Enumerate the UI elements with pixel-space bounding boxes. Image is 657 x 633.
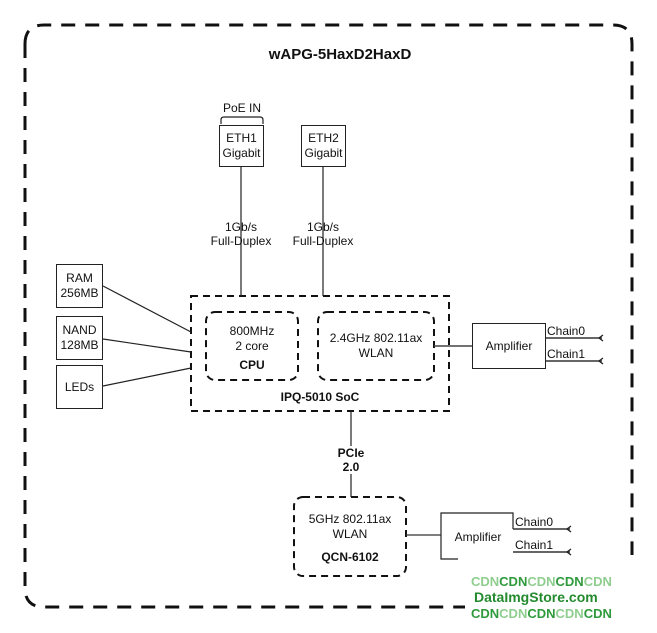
nand-box: NAND 128MB — [56, 316, 103, 360]
amp2-chain0-antenna-icon — [565, 525, 572, 533]
watermark-cdn: CDN — [471, 574, 500, 589]
pcie-label: PCIe 2.0 — [331, 446, 371, 474]
eth2-link-rate: 1Gb/s — [306, 220, 339, 234]
wlan5-standard: 5GHz 802.11ax — [308, 511, 392, 526]
nand-line — [102, 338, 192, 353]
cpu-block: 800MHz 2 core CPU — [208, 318, 296, 378]
watermark-site: DataImgStore.com — [474, 589, 598, 605]
wlan24-standard: 2.4GHz 802.11ax — [329, 331, 423, 345]
eth1-port: ETH1 Gigabit — [219, 125, 264, 167]
device-title: wAPG-5HaxD2HaxD — [268, 46, 412, 63]
watermark-cdn: CDN — [555, 574, 584, 589]
eth1-type: Gigabit — [222, 146, 261, 160]
watermark-cdn: CDN — [499, 574, 528, 589]
cpu-frequency: 800MHz — [229, 323, 275, 338]
wlan5-block: 5GHz 802.11ax WLAN QCN-6102 — [296, 505, 404, 571]
soc-label: IPQ-5010 SoC — [280, 390, 360, 404]
leds-box: LEDs — [56, 365, 103, 409]
pcie-name: PCIe — [337, 446, 365, 460]
watermark-cdn: CDN — [499, 606, 528, 621]
leds-line — [102, 367, 192, 387]
eth2-link-duplex: Full-Duplex — [292, 234, 354, 248]
amp2-chain0-label: Chain0 — [515, 515, 554, 529]
ram-label: RAM — [66, 271, 93, 285]
eth2-port: ETH2 Gigabit — [301, 125, 346, 167]
eth1-link-speed: 1Gb/s Full-Duplex — [201, 220, 281, 248]
poe-in-label: PoE IN — [222, 101, 261, 115]
eth2-name: ETH2 — [308, 131, 339, 145]
soc-border — [190, 295, 450, 412]
wlan24-label: WLAN — [358, 346, 394, 360]
amplifier-1-label: Amplifier — [485, 338, 533, 353]
outer-border — [23, 23, 634, 609]
amp1-chain1-antenna-icon — [597, 357, 604, 365]
eth1-name: ETH1 — [226, 131, 257, 145]
watermark-cdn: CDN — [471, 606, 500, 621]
wlan5-chip-label: QCN-6102 — [321, 549, 379, 564]
eth1-link-rate: 1Gb/s — [224, 220, 257, 234]
poe-bracket — [220, 116, 264, 124]
cpu-border — [205, 311, 299, 381]
nand-size: 128MB — [60, 338, 99, 352]
leds-label: LEDs — [64, 379, 95, 394]
ram-size: 256MB — [60, 286, 99, 300]
amp1-chain1-label: Chain1 — [547, 347, 586, 361]
ram-box: RAM 256MB — [56, 264, 103, 308]
amp1-chain0-antenna-icon — [597, 334, 604, 342]
watermark-row-1: CDNCDNCDNCDNCDN — [471, 574, 612, 589]
nand-label: NAND — [62, 323, 97, 337]
wlan24-block: 2.4GHz 802.11ax WLAN — [320, 314, 432, 378]
watermark-cdn: CDN — [527, 606, 556, 621]
amp2-chain1-antenna-icon — [565, 548, 572, 556]
cpu-label: CPU — [239, 357, 265, 372]
eth1-link-duplex: Full-Duplex — [210, 234, 272, 248]
wlan5-border — [293, 496, 407, 577]
eth2-link-speed: 1Gb/s Full-Duplex — [283, 220, 363, 248]
watermark-cdn: CDN — [583, 574, 612, 589]
amp2-chain1-label: Chain1 — [515, 538, 554, 552]
wlan5-label: WLAN — [332, 526, 368, 541]
watermark-cdn: CDN — [583, 606, 612, 621]
amp1-chain0-label: Chain0 — [547, 324, 586, 338]
amp2-box — [440, 512, 514, 560]
pcie-version: 2.0 — [342, 460, 360, 474]
amplifier-2-label: Amplifier — [454, 530, 502, 544]
amplifier-1: Amplifier — [472, 323, 546, 369]
watermark-row-3: CDNCDNCDNCDNCDN — [471, 606, 612, 621]
watermark-cdn: CDN — [527, 574, 556, 589]
ram-line — [102, 285, 192, 333]
watermark-cdn: CDN — [555, 606, 584, 621]
cpu-cores: 2 core — [235, 338, 269, 353]
eth2-type: Gigabit — [304, 146, 343, 160]
